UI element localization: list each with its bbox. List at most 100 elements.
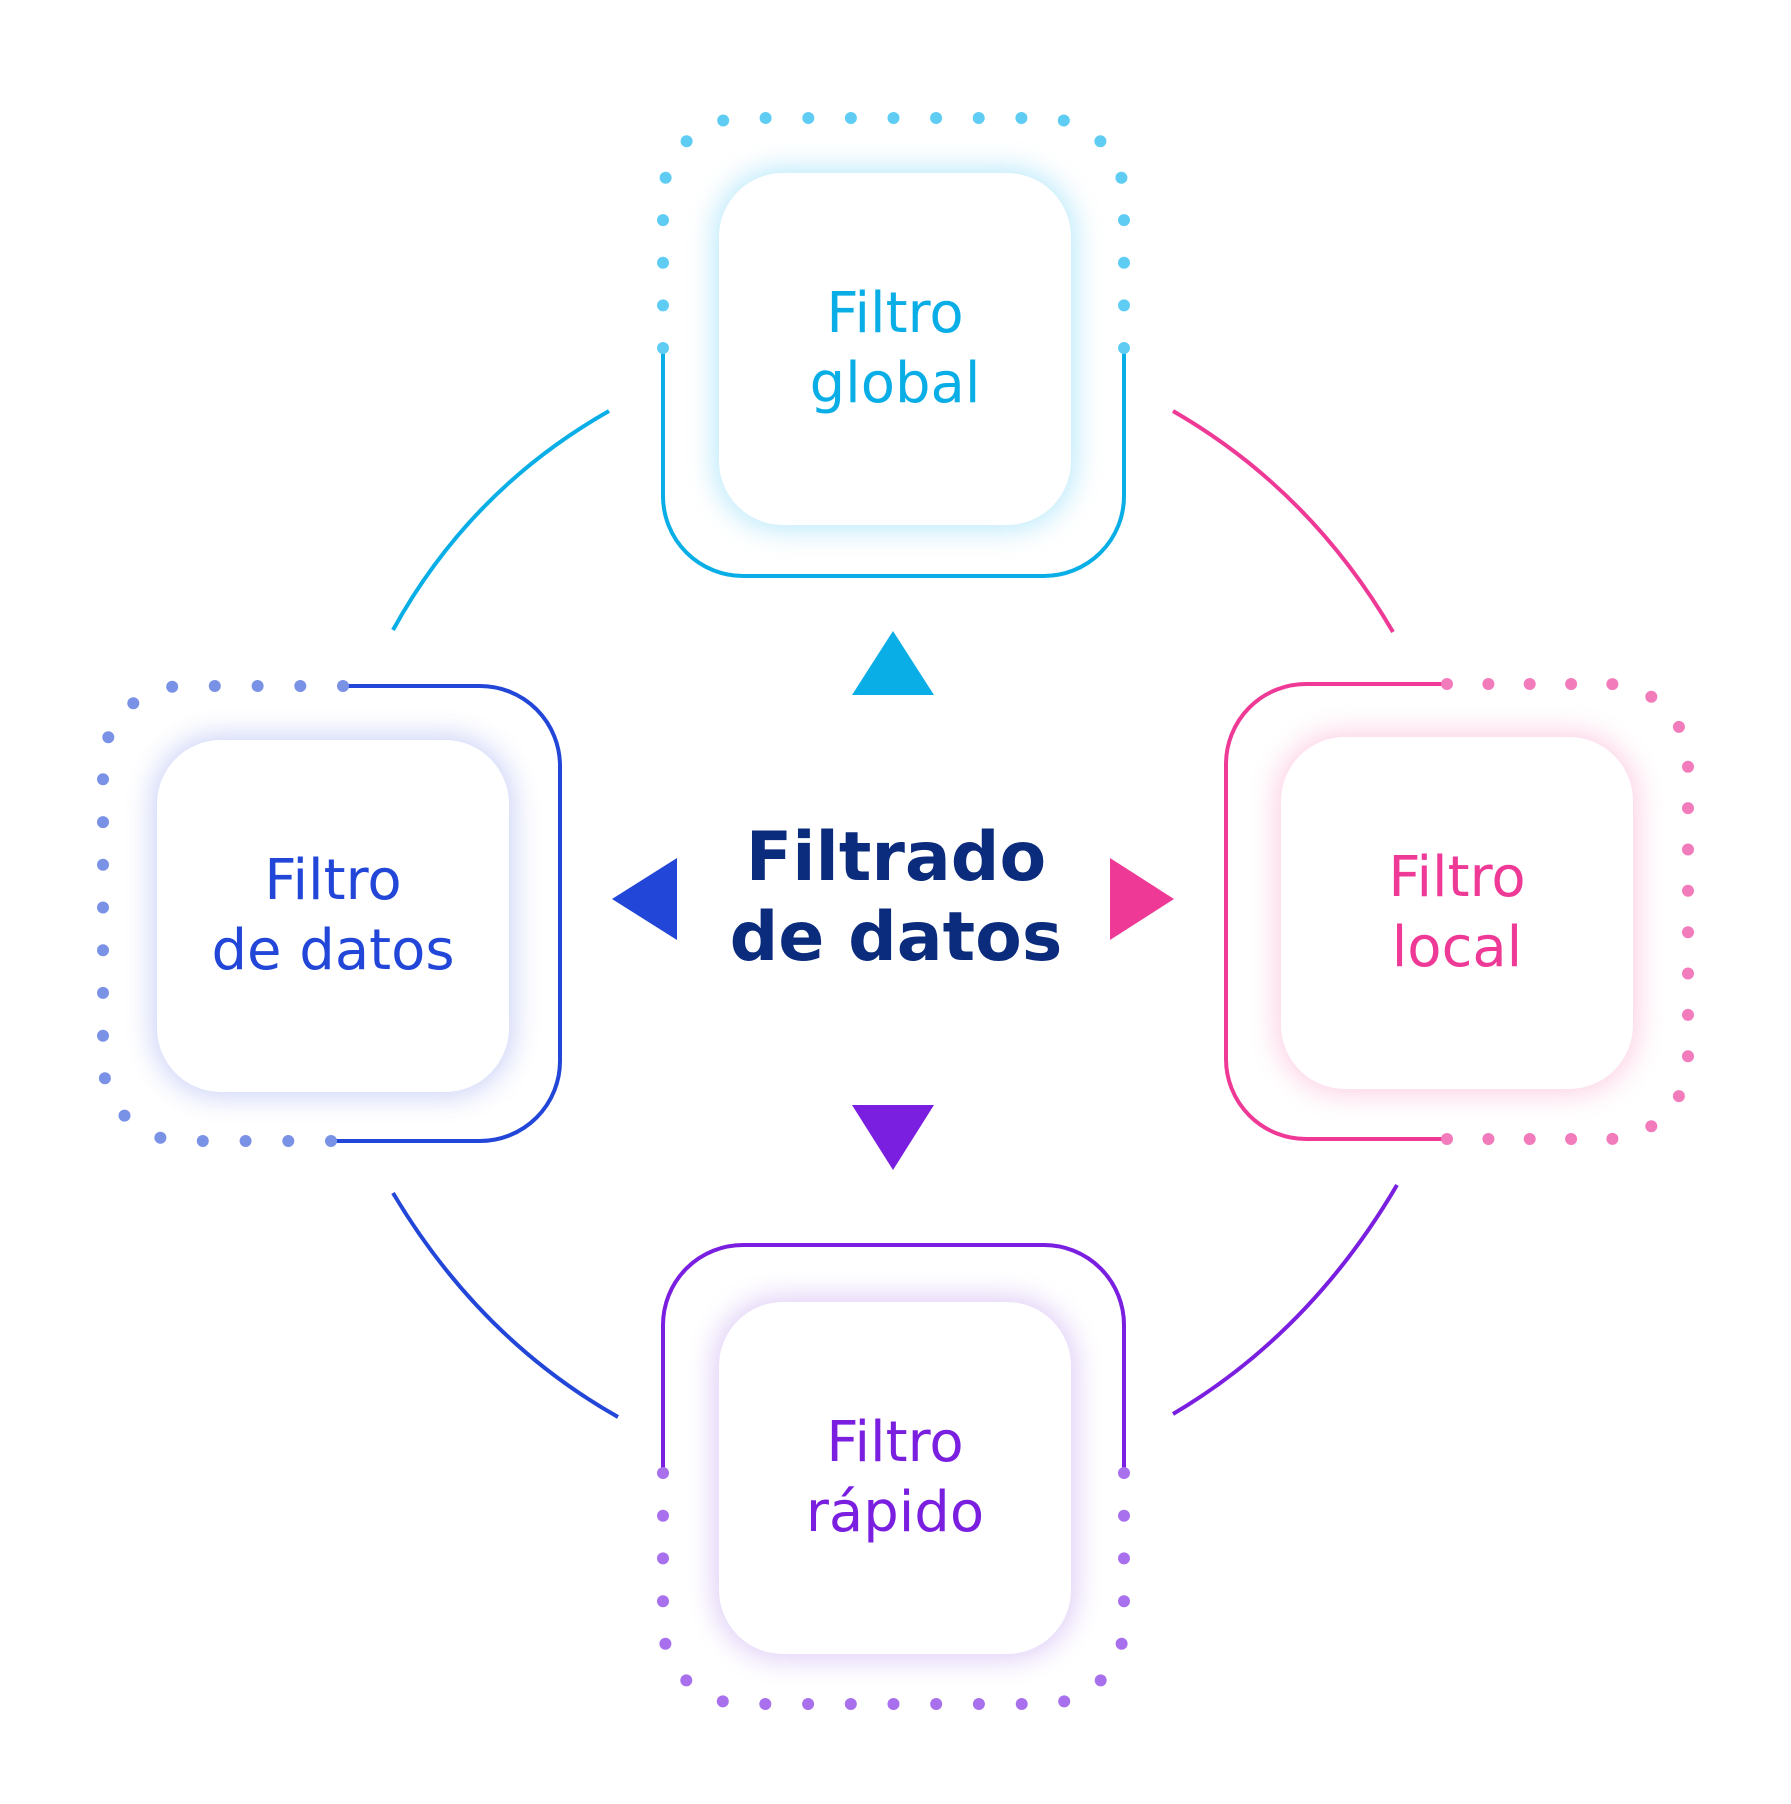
local-dot [1645, 690, 1658, 703]
rapido-dot [759, 1698, 772, 1710]
bracket-global [661, 348, 1126, 578]
global-dot [1015, 112, 1028, 124]
dotted-outline-datos [97, 680, 349, 1147]
local-dot [1645, 1120, 1658, 1133]
local-dot [1441, 678, 1453, 690]
node-global-line1: Filtro [826, 281, 964, 346]
local-dot [1606, 1132, 1619, 1145]
global-dot [657, 299, 669, 312]
node-datos-line1: Filtro [264, 848, 402, 913]
arrow-left-icon [612, 858, 677, 940]
global-dot [1094, 135, 1107, 148]
datos-dot [97, 858, 109, 871]
local-dot [1482, 678, 1495, 690]
arc-global-datos [391, 409, 610, 631]
datos-dot [239, 1135, 252, 1147]
rapido-dot [1118, 1509, 1130, 1522]
global-dot [930, 112, 943, 124]
datos-dot [97, 944, 109, 957]
rapido-dot [972, 1698, 985, 1710]
local-dot [1565, 678, 1578, 690]
local-dot [1682, 884, 1694, 897]
global-dot [657, 342, 669, 354]
local-dot [1682, 1008, 1694, 1021]
rapido-dot [887, 1698, 900, 1710]
bracket-local [1224, 682, 1447, 1141]
rapido-dot [844, 1698, 857, 1710]
local-dot [1682, 843, 1694, 856]
rapido-dot [1118, 1595, 1130, 1608]
local-dot [1682, 967, 1694, 980]
local-dot [1482, 1133, 1495, 1145]
global-dot [802, 112, 815, 124]
local-dot [1441, 1133, 1453, 1145]
rapido-dot [716, 1695, 729, 1708]
global-dot [844, 112, 857, 124]
node-filtro-global: Filtro global [719, 173, 1071, 525]
rapido-dot [1094, 1674, 1107, 1687]
local-dot [1682, 760, 1694, 773]
global-dot [680, 135, 693, 148]
global-dot [659, 171, 672, 184]
arrow-down-icon [852, 1105, 934, 1170]
datos-dot [102, 731, 115, 744]
datos-dot [97, 816, 109, 829]
datos-dot [118, 1109, 131, 1122]
center-title-line1: Filtrado [745, 818, 1047, 897]
datos-dot [294, 680, 307, 692]
datos-dot [97, 901, 109, 914]
local-dot [1565, 1133, 1578, 1145]
local-dot [1523, 678, 1536, 690]
rapido-dot [1058, 1695, 1071, 1708]
node-local-line1: Filtro [1388, 845, 1526, 910]
node-filtro-de-datos: Filtro de datos [157, 740, 509, 1092]
rapido-dot [1118, 1552, 1130, 1565]
arc-local-rapido [1171, 1183, 1399, 1416]
rapido-dot [657, 1467, 669, 1479]
datos-dot [196, 1135, 209, 1147]
global-dot [657, 214, 669, 227]
local-dot [1523, 1133, 1536, 1145]
datos-dot [337, 680, 349, 692]
datos-dot [251, 680, 264, 692]
datos-dot [97, 986, 109, 999]
node-local-line2: local [1391, 915, 1523, 980]
center-title: Filtrado de datos [690, 818, 1102, 978]
node-rapido-line2: rápido [805, 1480, 985, 1545]
rapido-dot [1115, 1637, 1128, 1650]
datos-dot [166, 680, 179, 693]
datos-dot [127, 697, 140, 710]
rapido-dot [680, 1674, 693, 1687]
global-dot [1115, 171, 1128, 184]
dotted-outline-rapido [657, 1467, 1130, 1710]
rapido-dot [930, 1698, 943, 1710]
bracket-datos [331, 684, 562, 1143]
node-datos-line2: de datos [211, 918, 455, 983]
bracket-rapido [661, 1243, 1126, 1473]
dotted-outline-local [1441, 678, 1694, 1145]
datos-dot [98, 1072, 111, 1085]
datos-dot [208, 680, 221, 692]
rapido-dot [657, 1595, 669, 1608]
global-dot [1118, 299, 1130, 312]
rapido-dot [1015, 1698, 1028, 1710]
dotted-outline-global [657, 112, 1130, 354]
local-dot [1682, 802, 1694, 815]
global-dot [1118, 342, 1130, 354]
rapido-dot [802, 1698, 815, 1710]
datos-dot [154, 1131, 167, 1144]
rapido-dot [1118, 1467, 1130, 1479]
local-dot [1672, 1090, 1685, 1103]
node-global-line2: global [809, 351, 981, 416]
rapido-dot [657, 1509, 669, 1522]
global-dot [1057, 114, 1070, 127]
node-rapido-line1: Filtro [826, 1410, 964, 1475]
arrow-up-icon [852, 631, 934, 695]
datos-dot [97, 773, 109, 786]
global-dot [759, 112, 772, 124]
local-dot [1682, 926, 1694, 939]
local-dot [1672, 720, 1685, 733]
rapido-dot [659, 1637, 672, 1650]
datos-dot [282, 1135, 295, 1147]
datos-dot [325, 1135, 337, 1147]
